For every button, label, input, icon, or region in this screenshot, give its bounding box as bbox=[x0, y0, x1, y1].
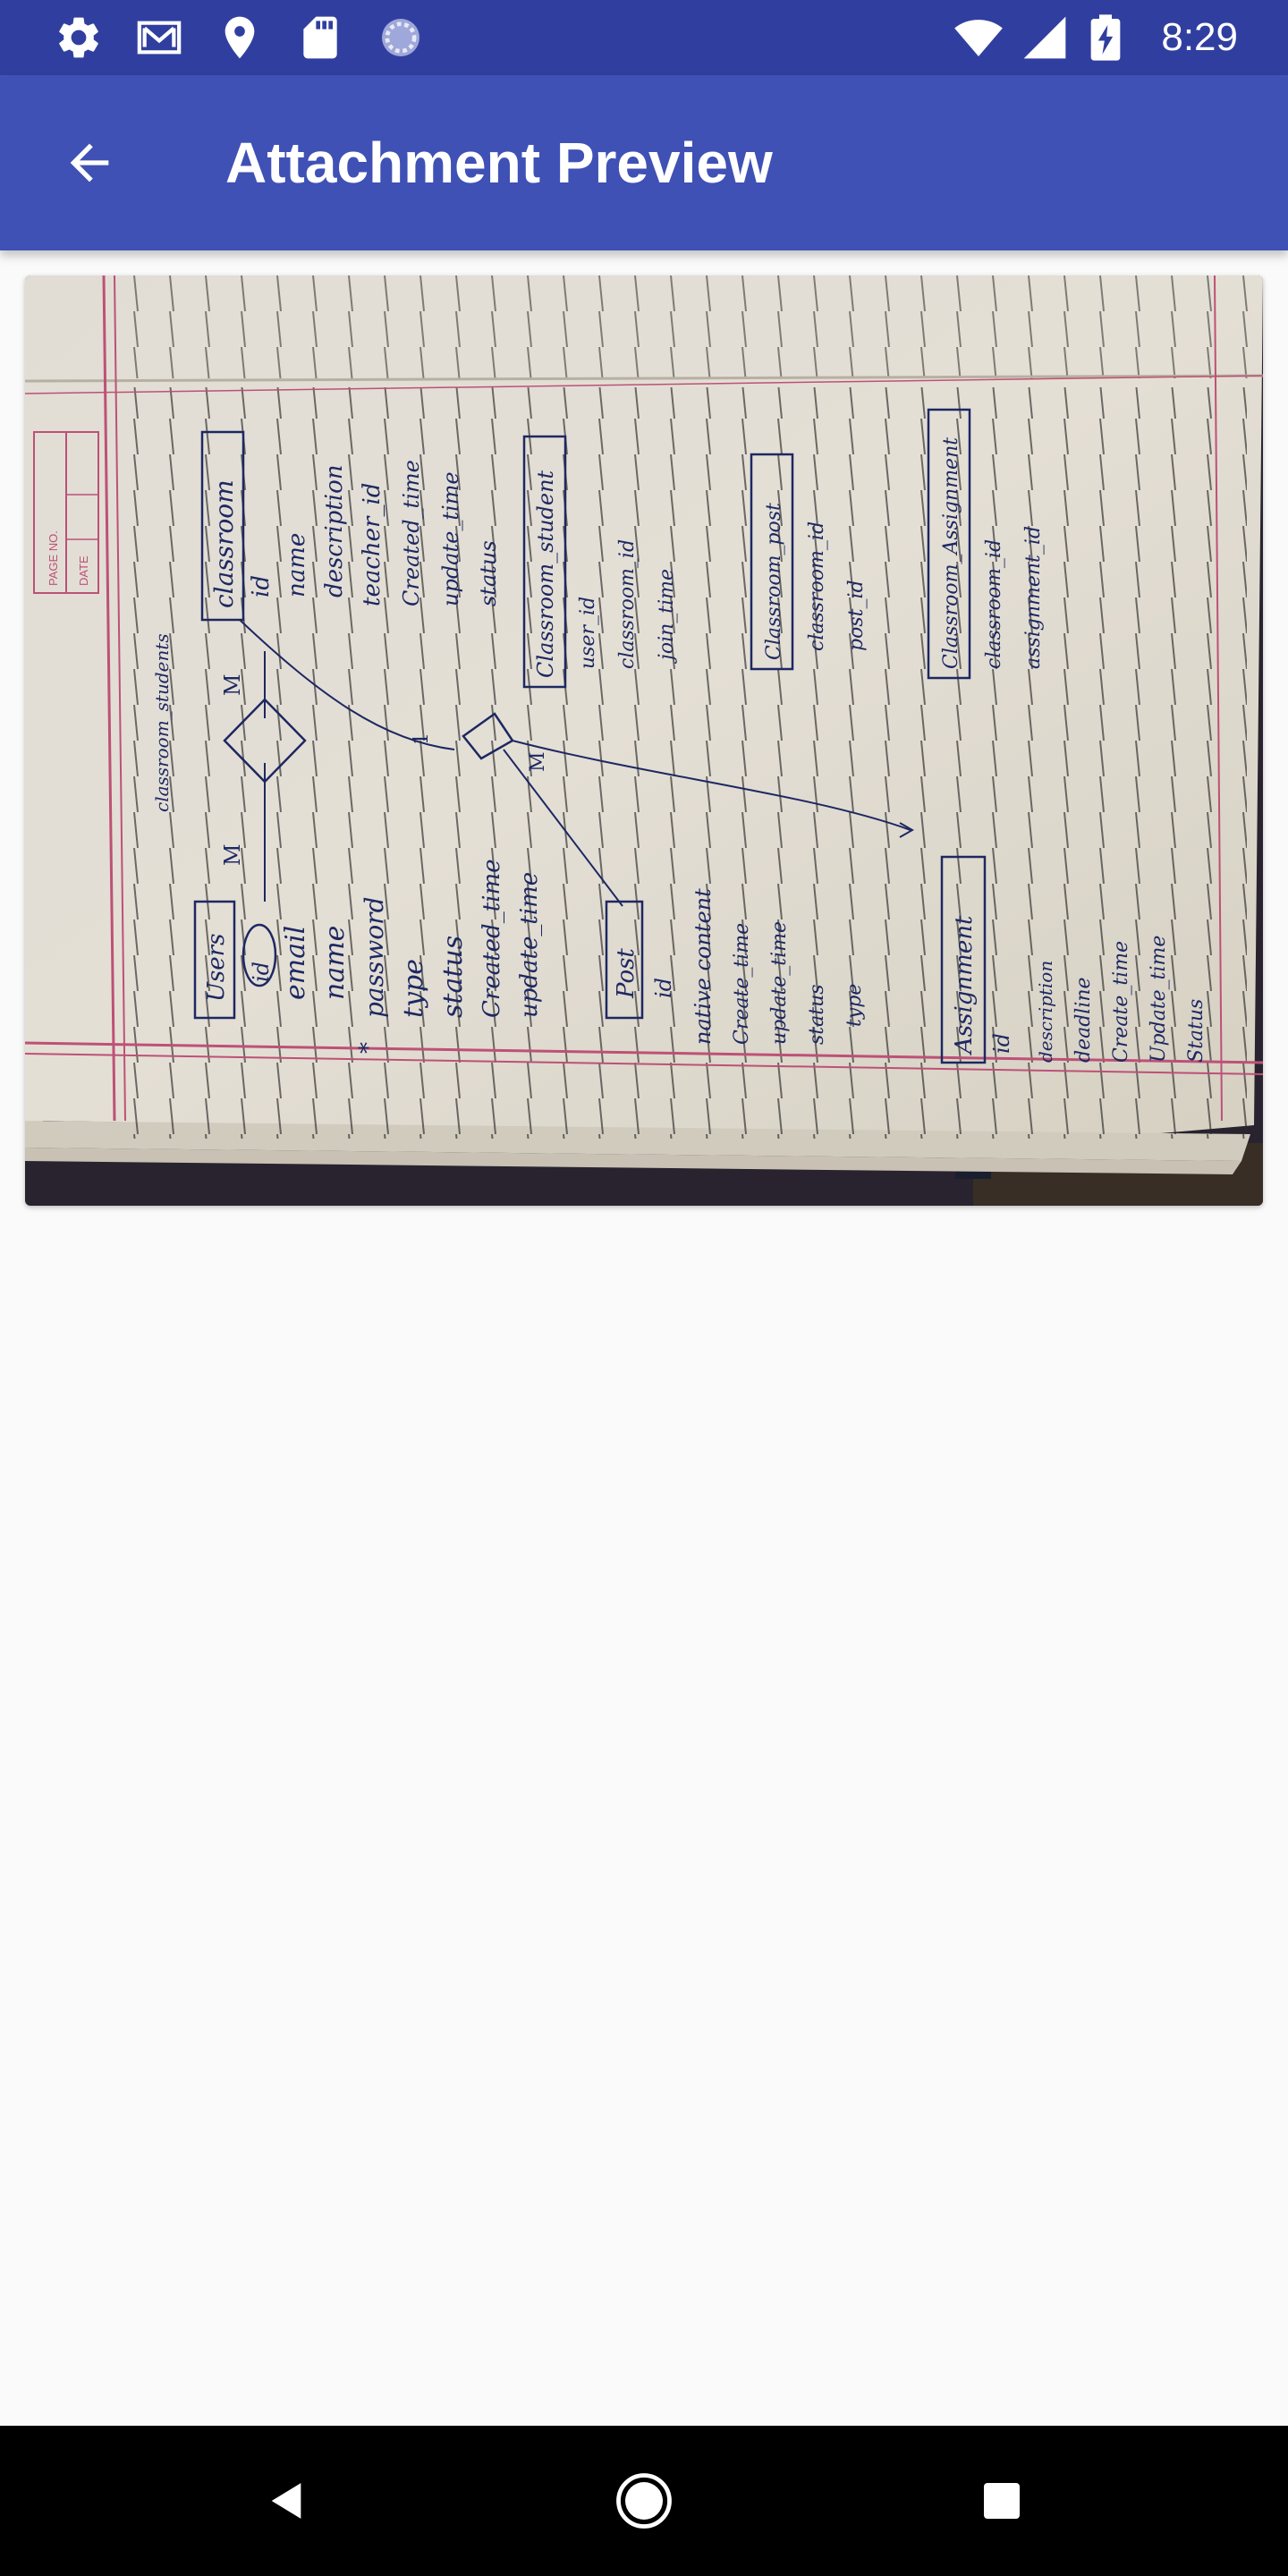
page-date-box: PAGE NO. DATE bbox=[33, 431, 99, 594]
status-time: 8:29 bbox=[1161, 15, 1238, 59]
battery-charging-icon bbox=[1088, 13, 1138, 63]
sync-icon bbox=[376, 13, 426, 63]
arrow-back-icon bbox=[70, 143, 109, 182]
classroom-post-title: Classroom_post bbox=[763, 503, 785, 660]
users-field-1: id bbox=[249, 962, 274, 982]
assignment-field-6: Status bbox=[1185, 999, 1208, 1063]
content-area: PAGE NO. DATE classroom_students Users i… bbox=[0, 250, 1288, 2426]
classroom-post-field-1: classroom_id bbox=[806, 521, 828, 651]
assignment-field-2: description bbox=[1035, 961, 1056, 1063]
users-field-3: name bbox=[319, 926, 351, 1000]
assignment-field-4: Create_time bbox=[1110, 941, 1132, 1063]
users-field-7: Created_time bbox=[479, 860, 505, 1019]
navigation-bar bbox=[0, 2426, 1288, 2576]
cell-signal-icon bbox=[1020, 13, 1070, 63]
post-field-5: status bbox=[806, 984, 828, 1045]
classroom-student-field-3: join_time bbox=[656, 569, 678, 665]
classroom-title: classroom bbox=[209, 479, 239, 608]
users-field-4: password bbox=[360, 897, 389, 1019]
classroom-assignment-field-1: classroom_id bbox=[983, 539, 1005, 669]
app-bar: Attachment Preview bbox=[0, 75, 1288, 250]
classroom-field-3: description bbox=[321, 465, 348, 597]
classroom-assignment-field-2: assignment_id bbox=[1022, 526, 1045, 669]
star-mark: * bbox=[355, 1042, 382, 1054]
classroom-field-5: Created_time bbox=[399, 460, 424, 606]
classroom-student-field-1: user_id bbox=[577, 597, 599, 669]
assignment-field-5: Update_time bbox=[1148, 936, 1170, 1063]
nav-recents-button[interactable] bbox=[952, 2451, 1052, 2551]
back-button[interactable] bbox=[43, 116, 136, 209]
nav-home-icon bbox=[616, 2473, 672, 2529]
classroom-field-6: update_time bbox=[438, 471, 463, 606]
m-mark-2: M bbox=[220, 674, 245, 696]
date-label: DATE bbox=[77, 555, 90, 586]
attachment-photo[interactable]: PAGE NO. DATE classroom_students Users i… bbox=[25, 275, 1263, 1206]
attachment-image-card[interactable]: PAGE NO. DATE classroom_students Users i… bbox=[25, 275, 1263, 1206]
status-bar: 8:29 bbox=[0, 0, 1288, 75]
classroom-student-title: Classroom_student bbox=[533, 470, 558, 678]
classroom-field-1: id bbox=[248, 575, 275, 597]
gmail-icon bbox=[134, 13, 184, 63]
status-bar-right-icons: 8:29 bbox=[952, 9, 1238, 66]
page-title: Attachment Preview bbox=[225, 131, 773, 195]
nav-home-button[interactable] bbox=[594, 2451, 694, 2551]
sd-card-icon bbox=[295, 13, 345, 63]
assignment-title: Assignment bbox=[951, 915, 978, 1055]
classroom-field-7: status bbox=[476, 540, 501, 606]
users-field-2: email bbox=[280, 926, 311, 1000]
nav-recents-icon bbox=[984, 2483, 1020, 2519]
handwritten-diagram: classroom_students Users id email name p… bbox=[151, 408, 1208, 1064]
post-field-1: id bbox=[651, 978, 676, 998]
classroom-assignment-title: Classroom_Assignment bbox=[940, 437, 962, 669]
wifi-icon bbox=[952, 13, 1004, 63]
assignment-field-1: id bbox=[989, 1033, 1014, 1054]
nav-back-button[interactable] bbox=[236, 2451, 336, 2551]
post-field-6: type bbox=[843, 984, 866, 1027]
page-no-label: PAGE NO. bbox=[47, 530, 60, 586]
assignment-field-3: deadline bbox=[1072, 977, 1095, 1063]
classroom-field-4: teacher_id bbox=[359, 483, 386, 606]
status-bar-left-icons bbox=[54, 13, 426, 63]
post-field-3: Create_time bbox=[731, 923, 753, 1045]
post-field-2: native content bbox=[691, 888, 716, 1045]
users-title: Users bbox=[203, 934, 230, 1002]
location-icon bbox=[215, 13, 265, 63]
m-mark-1: M bbox=[220, 843, 245, 866]
users-field-8: update_time bbox=[516, 872, 543, 1018]
m-mark-3: M bbox=[527, 751, 549, 772]
relation-label: classroom_students bbox=[151, 633, 173, 812]
one-mark: 1 bbox=[411, 733, 433, 745]
post-field-4: update_time bbox=[768, 921, 791, 1045]
classroom-field-2: name bbox=[284, 533, 310, 597]
post-title: Post bbox=[613, 948, 640, 999]
nav-back-icon bbox=[271, 2483, 301, 2519]
users-field-6: status bbox=[437, 936, 469, 1018]
users-field-5: type bbox=[398, 959, 429, 1018]
classroom-student-field-2: classroom_id bbox=[616, 539, 639, 669]
classroom-post-field-2: post_id bbox=[845, 580, 868, 651]
settings-icon bbox=[54, 13, 104, 63]
